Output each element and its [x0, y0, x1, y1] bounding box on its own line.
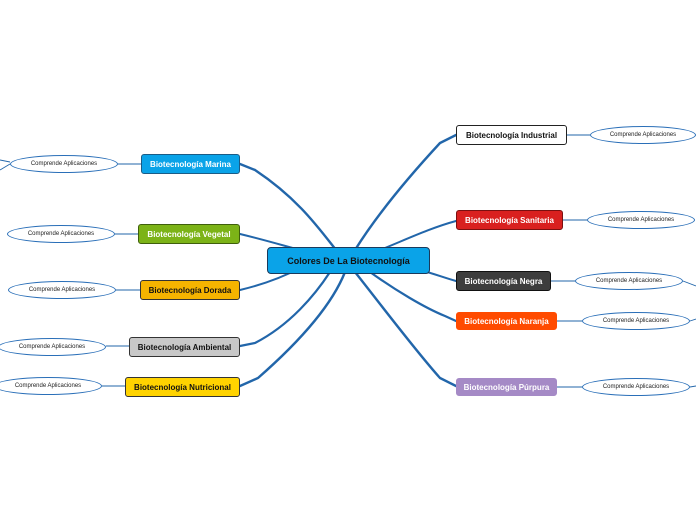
- branch-purpura-label: Biotecnología Púrpura: [463, 382, 550, 392]
- link-sanitaria: [379, 220, 457, 251]
- link-industrial: [353, 133, 458, 252]
- leaf-naranja-label: Comprende Aplicaciones: [602, 318, 670, 324]
- branch-naranja-label: Biotecnología Naranja: [464, 316, 549, 326]
- branch-negra[interactable]: Biotecnología Negra: [456, 271, 551, 291]
- leaf-marina[interactable]: Comprende Aplicaciones: [10, 155, 118, 173]
- branch-ambiental-label: Biotecnología Ambiental: [137, 342, 232, 352]
- branch-marina[interactable]: Biotecnología Marina: [141, 154, 240, 174]
- central-topic-label: Colores De La Biotecnología: [287, 255, 410, 266]
- branch-ambiental[interactable]: Biotecnología Ambiental: [129, 337, 240, 357]
- branch-industrial[interactable]: Biotecnología Industrial: [456, 125, 567, 145]
- branch-dorada-label: Biotecnología Dorada: [148, 285, 232, 295]
- leaf-negra[interactable]: Comprende Aplicaciones: [575, 272, 683, 290]
- leaf-purpura-label: Comprende Aplicaciones: [602, 384, 670, 390]
- leaf-industrial-label: Comprende Aplicaciones: [609, 132, 677, 138]
- branch-sanitaria[interactable]: Biotecnología Sanitaria: [456, 210, 563, 230]
- leaf-sanitaria-label: Comprende Aplicaciones: [607, 217, 675, 223]
- leaf-nutricional[interactable]: Comprende Aplicaciones: [0, 377, 102, 395]
- branch-purpura[interactable]: Biotecnología Púrpura: [456, 378, 557, 396]
- leaf-dorada[interactable]: Comprende Aplicaciones: [8, 281, 116, 299]
- link-purpura: [353, 270, 458, 388]
- stub-right-naranja: [689, 318, 696, 322]
- branch-vegetal[interactable]: Biotecnología Vegetal: [138, 224, 240, 244]
- branch-nutricional-label: Biotecnología Nutricional: [134, 382, 231, 392]
- leaf-purpura[interactable]: Comprende Aplicaciones: [582, 378, 690, 396]
- branch-vegetal-label: Biotecnología Vegetal: [147, 229, 231, 239]
- leaf-vegetal[interactable]: Comprende Aplicaciones: [7, 225, 115, 243]
- stub-right-purpura: [689, 385, 696, 388]
- branch-negra-label: Biotecnología Negra: [464, 276, 543, 286]
- branch-sanitaria-label: Biotecnología Sanitaria: [465, 215, 554, 225]
- link-ambiental: [238, 270, 332, 348]
- leaf-industrial[interactable]: Comprende Aplicaciones: [590, 126, 696, 144]
- branch-nutricional[interactable]: Biotecnología Nutricional: [125, 377, 240, 397]
- leaf-naranja[interactable]: Comprende Aplicaciones: [582, 312, 690, 330]
- branch-industrial-label: Biotecnología Industrial: [465, 130, 558, 140]
- leaf-dorada-label: Comprende Aplicaciones: [28, 287, 96, 293]
- leaf-vegetal-label: Comprende Aplicaciones: [27, 231, 95, 237]
- leaf-ambiental-label: Comprende Aplicaciones: [18, 344, 86, 350]
- link-marina: [238, 162, 342, 257]
- link-naranja: [368, 270, 458, 323]
- leaf-marina-label: Comprende Aplicaciones: [30, 161, 98, 167]
- stub-left-marina: [0, 159, 11, 171]
- leaf-sanitaria[interactable]: Comprende Aplicaciones: [587, 211, 695, 229]
- branch-naranja[interactable]: Biotecnología Naranja: [456, 312, 557, 330]
- central-topic[interactable]: Colores De La Biotecnología: [267, 247, 430, 274]
- leaf-negra-label: Comprende Aplicaciones: [595, 278, 663, 284]
- branch-dorada[interactable]: Biotecnología Dorada: [140, 280, 240, 300]
- stub-right-negra: [682, 280, 696, 287]
- leaf-nutricional-label: Comprende Aplicaciones: [14, 383, 82, 389]
- link-nutricional: [238, 270, 347, 388]
- branch-marina-label: Biotecnología Marina: [150, 159, 231, 169]
- leaf-ambiental[interactable]: Comprende Aplicaciones: [0, 338, 106, 356]
